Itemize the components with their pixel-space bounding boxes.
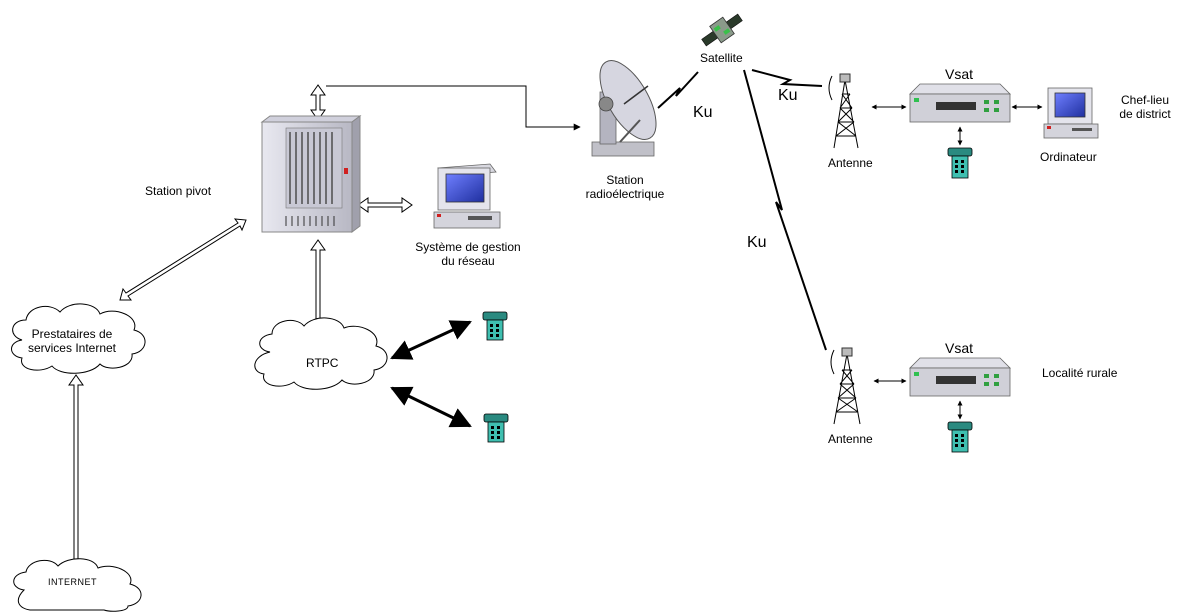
antenna-label-top: Antenne bbox=[828, 156, 873, 170]
satellite-dish-icon bbox=[591, 60, 657, 157]
isp-label-line2: services Internet bbox=[27, 341, 117, 355]
district-label: Chef-lieu de district bbox=[1110, 93, 1180, 121]
computer-icon-nms bbox=[433, 163, 501, 229]
radio-station-label-line1: Station bbox=[606, 173, 644, 187]
computer-label: Ordinateur bbox=[1040, 150, 1097, 164]
cloud-icon-isp bbox=[11, 303, 146, 374]
radio-link-satellite-antenna-bottom bbox=[743, 69, 827, 351]
telephone-icon-vsat-bottom bbox=[947, 421, 973, 453]
antenna-label-bottom: Antenne bbox=[828, 432, 873, 446]
district-label-line1: Chef-lieu bbox=[1120, 93, 1170, 107]
isp-label: Prestataires de services Internet bbox=[10, 327, 134, 355]
station-pivot-label: Station pivot bbox=[145, 184, 212, 198]
vsat-modem-icon-bottom bbox=[909, 357, 1011, 397]
link-hub-radio-station bbox=[326, 85, 581, 131]
antenna-tower-icon-top bbox=[828, 73, 859, 149]
ku-label-station: Ku bbox=[693, 104, 713, 121]
hollow-link-hub-top bbox=[310, 84, 326, 121]
vsat-label-top: Vsat bbox=[945, 66, 974, 82]
cloud-icon-rtpc bbox=[254, 317, 388, 390]
hub-rack-icon bbox=[260, 115, 362, 233]
link-rtpc-phone-bottom bbox=[390, 386, 472, 428]
rural-locality-label: Localité rurale bbox=[1042, 366, 1118, 380]
nms-label-line1: Système de gestion bbox=[415, 240, 521, 254]
ku-label-top: Ku bbox=[778, 87, 798, 104]
radio-station-label-line2: radioélectrique bbox=[585, 187, 665, 201]
telephone-icon-rtpc-top bbox=[482, 311, 508, 341]
hollow-link-hub-isp bbox=[119, 218, 247, 301]
link-rtpc-phone-top bbox=[390, 320, 472, 360]
isp-label-line1: Prestataires de bbox=[31, 327, 113, 341]
internet-label: INTERNET bbox=[48, 577, 97, 587]
vsat-modem-icon-top bbox=[909, 83, 1011, 123]
telephone-icon-rtpc-bottom bbox=[483, 413, 509, 443]
radio-station-label: Station radioélectrique bbox=[575, 173, 675, 201]
computer-icon-district bbox=[1043, 87, 1099, 139]
district-label-line2: de district bbox=[1119, 107, 1171, 121]
antenna-tower-icon-bottom bbox=[830, 347, 861, 425]
radio-link-station-satellite bbox=[657, 71, 699, 109]
cloud-icon-internet bbox=[13, 558, 142, 612]
ku-label-bottom: Ku bbox=[747, 234, 767, 251]
vsat-label-bottom: Vsat bbox=[945, 340, 974, 356]
satellite-icon bbox=[701, 13, 743, 47]
telephone-icon-vsat-top bbox=[947, 147, 973, 179]
nms-label: Système de gestion du réseau bbox=[408, 240, 528, 268]
nms-label-line2: du réseau bbox=[441, 254, 495, 268]
hollow-link-hub-nms bbox=[357, 197, 413, 213]
radio-link-satellite-antenna-top bbox=[751, 69, 823, 87]
rtpc-label: RTPC bbox=[306, 356, 339, 370]
hollow-link-isp-internet bbox=[68, 374, 84, 581]
satellite-label: Satellite bbox=[700, 51, 743, 65]
